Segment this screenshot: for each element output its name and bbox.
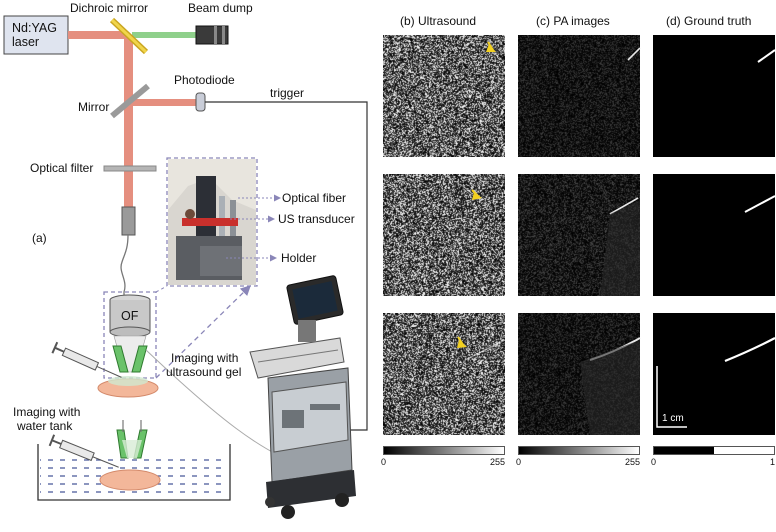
truth-image-1 — [653, 35, 775, 157]
truth-image-2 — [653, 174, 775, 296]
optical-filter-label: Optical filter — [30, 161, 94, 175]
laser-box — [3, 15, 69, 55]
ultrasound-image-2 — [383, 174, 505, 296]
gel-caption-line1: Imaging with — [171, 351, 239, 365]
laser-label-line2: laser — [12, 35, 40, 49]
trigger-cable — [205, 101, 368, 431]
laser-beam-vertical — [124, 35, 133, 207]
pa-image-3 — [518, 313, 640, 435]
optical-fiber-label: Optical fiber — [282, 191, 347, 205]
tank-caption-line2: water tank — [17, 419, 73, 433]
colorbar-truth-max: 1 — [770, 457, 776, 467]
pa-speckle-2 — [518, 174, 640, 296]
photodiode — [195, 92, 206, 112]
trigger-label: trigger — [270, 86, 305, 100]
ultrasound-speckle-1 — [383, 35, 505, 157]
beam-dump-label: Beam dump — [188, 1, 253, 15]
scale-bar-label: 1 cm — [662, 413, 684, 424]
laser-label-line1: Nd:YAG — [12, 21, 57, 35]
photodiode-label: Photodiode — [174, 73, 235, 87]
fiber-coupler — [121, 206, 136, 236]
colorbar-truth-min: 0 — [651, 457, 657, 467]
pa-speckle-3 — [518, 313, 640, 435]
ultrasound-speckle-3 — [383, 313, 505, 435]
ultrasound-image-1 — [383, 35, 505, 157]
mirror — [110, 83, 150, 119]
column-header-pa: (c) PA images — [536, 14, 610, 28]
tank-caption-line1: Imaging with — [13, 405, 81, 419]
tissue-tank — [99, 469, 161, 491]
probe-holder-photo — [168, 159, 256, 285]
pa-speckle-1 — [518, 35, 640, 157]
ultrasound-image-3 — [383, 313, 505, 435]
green-beam — [132, 32, 196, 38]
water-tank — [37, 444, 231, 501]
transducer-right — [131, 345, 148, 373]
mirror-label: Mirror — [78, 100, 110, 114]
beam-dump — [195, 25, 229, 45]
of-cylinder — [109, 326, 151, 338]
colorbar-ultrasound-max: 255 — [490, 457, 506, 467]
transducer-left — [112, 345, 129, 373]
colorbar-pa — [518, 446, 640, 455]
pa-image-1 — [518, 35, 640, 157]
laser-beam-horizontal — [68, 31, 126, 39]
colorbar-truth — [653, 446, 775, 455]
dichroic-mirror-label: Dichroic mirror — [70, 1, 148, 15]
ultrasound-machine — [249, 275, 356, 519]
syringe-tank — [48, 434, 119, 468]
syringe-gel — [51, 341, 122, 378]
photo-inset-frame — [166, 157, 258, 287]
optical-filter — [103, 165, 157, 172]
colorbar-pa-max: 255 — [625, 457, 641, 467]
holder-label: Holder — [281, 251, 317, 265]
colorbar-ultrasound — [383, 446, 505, 455]
us-transducer-label: US transducer — [278, 212, 355, 226]
column-header-ultrasound: (b) Ultrasound — [400, 14, 477, 28]
ultrasound-speckle-2 — [383, 174, 505, 296]
laser-beam-photodiode — [130, 99, 198, 106]
colorbar-ultrasound-min: 0 — [381, 457, 387, 467]
pa-image-2 — [518, 174, 640, 296]
colorbar-pa-min: 0 — [516, 457, 522, 467]
column-header-truth: (d) Ground truth — [666, 14, 752, 28]
gel-caption-line2: ultrasound gel — [166, 365, 242, 379]
of-label: OF — [121, 309, 139, 323]
panel-a-label: (a) — [32, 231, 47, 245]
